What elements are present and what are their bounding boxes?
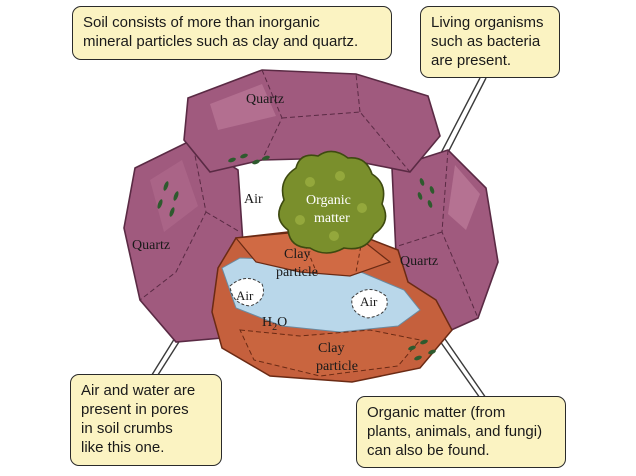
- label-clay-bottom-line1: Clay: [318, 341, 344, 356]
- label-organic-line2: matter: [314, 211, 350, 226]
- quartz-left-crystal: [123, 139, 245, 343]
- callout-living-organisms: Living organisms such as bacteria are pr…: [420, 6, 560, 78]
- water-o: O: [277, 315, 287, 330]
- callout-soil-composition: Soil consists of more than inorganic min…: [72, 6, 392, 60]
- organic-matter-blob: [278, 150, 387, 254]
- water-h: H: [262, 315, 272, 330]
- bacteria-clusters: [157, 153, 436, 361]
- label-water: H2O: [262, 315, 287, 333]
- label-clay-bottom-line2: particle: [316, 359, 358, 374]
- callout-organic-matter: Organic matter (from plants, animals, an…: [356, 396, 566, 468]
- clay-and-pore: [211, 231, 453, 383]
- label-air-top: Air: [244, 192, 263, 207]
- label-air-right: Air: [360, 294, 378, 309]
- label-quartz-right: Quartz: [400, 254, 438, 269]
- quartz-top-crystal: [183, 69, 441, 173]
- callout-air-water: Air and water are present in pores in so…: [70, 374, 222, 466]
- water-sub: 2: [272, 322, 277, 333]
- label-clay-top-line1: Clay: [284, 247, 310, 262]
- label-quartz-left: Quartz: [132, 238, 170, 253]
- label-quartz-top: Quartz: [246, 92, 284, 107]
- label-organic-line1: Organic: [306, 193, 351, 208]
- label-clay-top-line2: particle: [276, 265, 318, 280]
- label-air-left: Air: [236, 288, 254, 303]
